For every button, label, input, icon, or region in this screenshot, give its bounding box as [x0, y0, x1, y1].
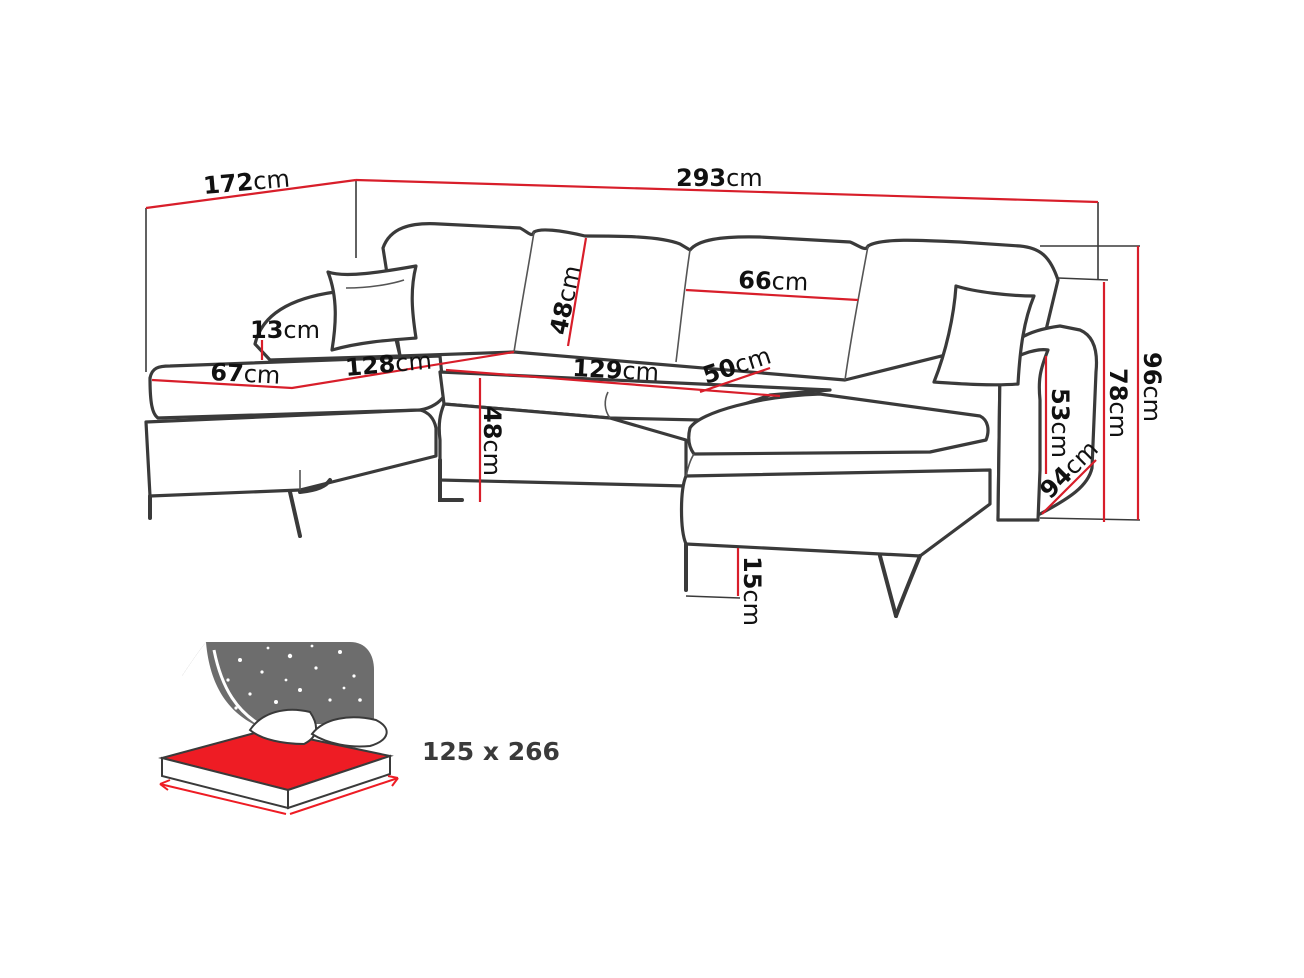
label-seat-height: 48cm [478, 406, 506, 476]
label-chaise-seat-length: 128cm [344, 347, 433, 382]
label-total-height: 96cm [1138, 352, 1166, 422]
label-cushion-width: 66cm [738, 266, 809, 296]
sofa-drawing [144, 222, 1099, 618]
label-depth-chaise-left: 172cm [202, 165, 291, 200]
label-leg-height: 15cm [738, 556, 766, 626]
bed-function-icon [158, 642, 399, 815]
label-total-width: 293cm [676, 164, 763, 192]
label-armrest-height: 13cm [250, 316, 320, 344]
label-arm-height: 53cm [1046, 388, 1074, 458]
star-icons [198, 644, 362, 710]
label-middle-seat-width: 129cm [572, 354, 660, 386]
dimension-lines [145, 178, 1141, 599]
label-chaise-width: 67cm [210, 358, 281, 390]
sleeping-area-label: 125 x 266 [422, 737, 560, 766]
label-back-height: 78cm [1104, 368, 1132, 438]
